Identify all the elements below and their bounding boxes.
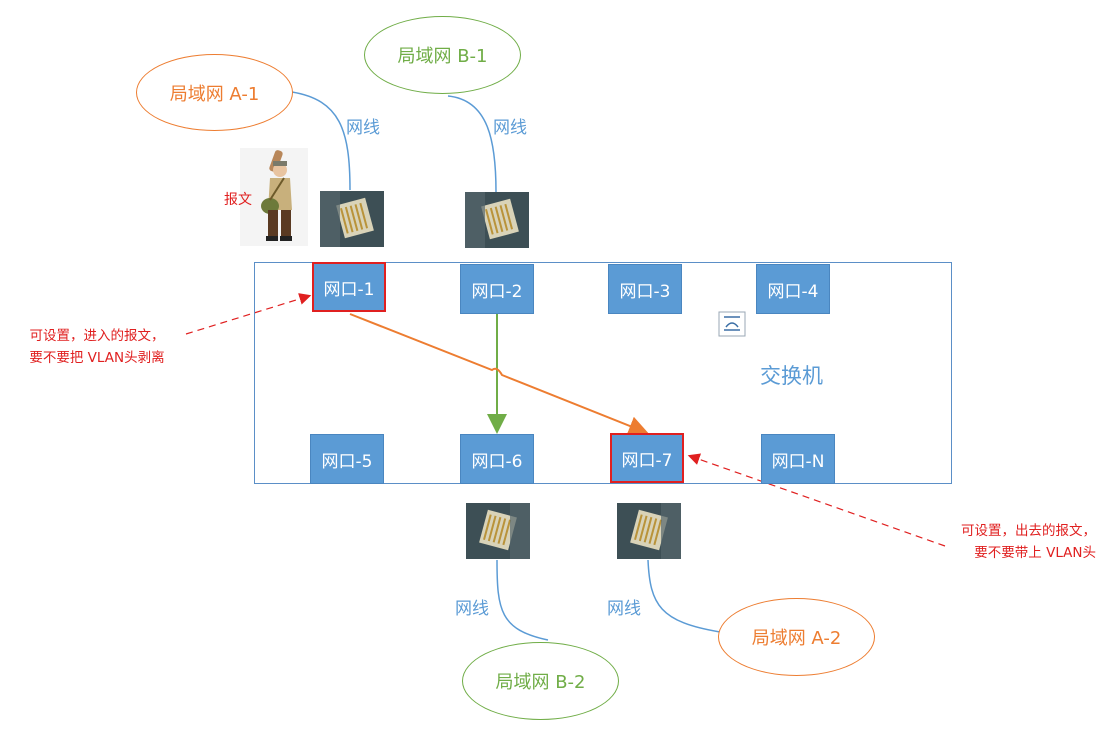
rj45-connector-icon xyxy=(466,503,530,559)
port-1: 网口-1 xyxy=(312,262,386,312)
switch-box xyxy=(254,262,952,484)
rj45-connector-icon xyxy=(465,192,529,248)
cable-b1 xyxy=(447,95,497,193)
port-5-label: 网口-5 xyxy=(321,451,373,472)
network-a1-label: 局域网 A-1 xyxy=(169,83,260,105)
port-4: 网口-4 xyxy=(756,264,830,314)
cable-label-a1: 网线 xyxy=(346,118,380,138)
port-7: 网口-7 xyxy=(610,433,684,483)
cable-label-b2: 网线 xyxy=(455,599,489,619)
ingress-note-line2: 要不要把 VLAN头剥离 xyxy=(29,350,165,366)
egress-note-line2: 要不要带上 VLAN头 xyxy=(974,545,1096,561)
cable-label-a2: 网线 xyxy=(607,599,641,619)
port-6: 网口-6 xyxy=(460,434,534,484)
network-b1-label: 局域网 B-1 xyxy=(397,46,488,67)
network-b1-ellipse: 局域网 B-1 xyxy=(364,16,521,94)
flow-arrow-orange xyxy=(349,313,649,436)
network-a2-label: 局域网 A-2 xyxy=(751,628,842,649)
port-5: 网口-5 xyxy=(310,434,384,484)
cable-label-b1: 网线 xyxy=(493,118,527,138)
ingress-note: 可设置，进入的报文， 要不要把 VLAN头剥离 xyxy=(4,325,190,369)
egress-callout-arrow xyxy=(687,453,946,547)
switch-label: 交换机 xyxy=(760,364,823,388)
port-6-label: 网口-6 xyxy=(471,451,523,472)
embedded-object-icon xyxy=(718,311,746,337)
mail-carrier-icon xyxy=(240,148,308,246)
ingress-callout-arrow xyxy=(185,293,312,335)
rj45-connector-icon xyxy=(617,503,681,559)
port-4-label: 网口-4 xyxy=(767,281,819,302)
port-n: 网口-N xyxy=(761,434,835,484)
port-7-label: 网口-7 xyxy=(621,450,673,471)
network-a2-ellipse: 局域网 A-2 xyxy=(718,598,875,676)
network-b2-label: 局域网 B-2 xyxy=(495,672,586,693)
network-a1-ellipse: 局域网 A-1 xyxy=(136,54,293,131)
cable-b2 xyxy=(496,559,549,641)
port-2: 网口-2 xyxy=(460,264,534,314)
cable-a1 xyxy=(291,91,351,191)
egress-note: 可设置，出去的报文， 要不要带上 VLAN头 xyxy=(930,520,1096,564)
port-3-label: 网口-3 xyxy=(619,281,671,302)
packet-label: 报文 xyxy=(224,192,252,208)
rj45-connector-icon xyxy=(320,191,384,247)
port-3: 网口-3 xyxy=(608,264,682,314)
port-1-label: 网口-1 xyxy=(323,279,375,300)
network-b2-ellipse: 局域网 B-2 xyxy=(462,642,619,720)
port-2-label: 网口-2 xyxy=(471,281,523,302)
ingress-note-line1: 可设置，进入的报文， xyxy=(29,328,165,344)
port-n-label: 网口-N xyxy=(771,451,825,472)
cable-a2 xyxy=(647,559,721,633)
egress-note-line1: 可设置，出去的报文， xyxy=(961,523,1096,539)
